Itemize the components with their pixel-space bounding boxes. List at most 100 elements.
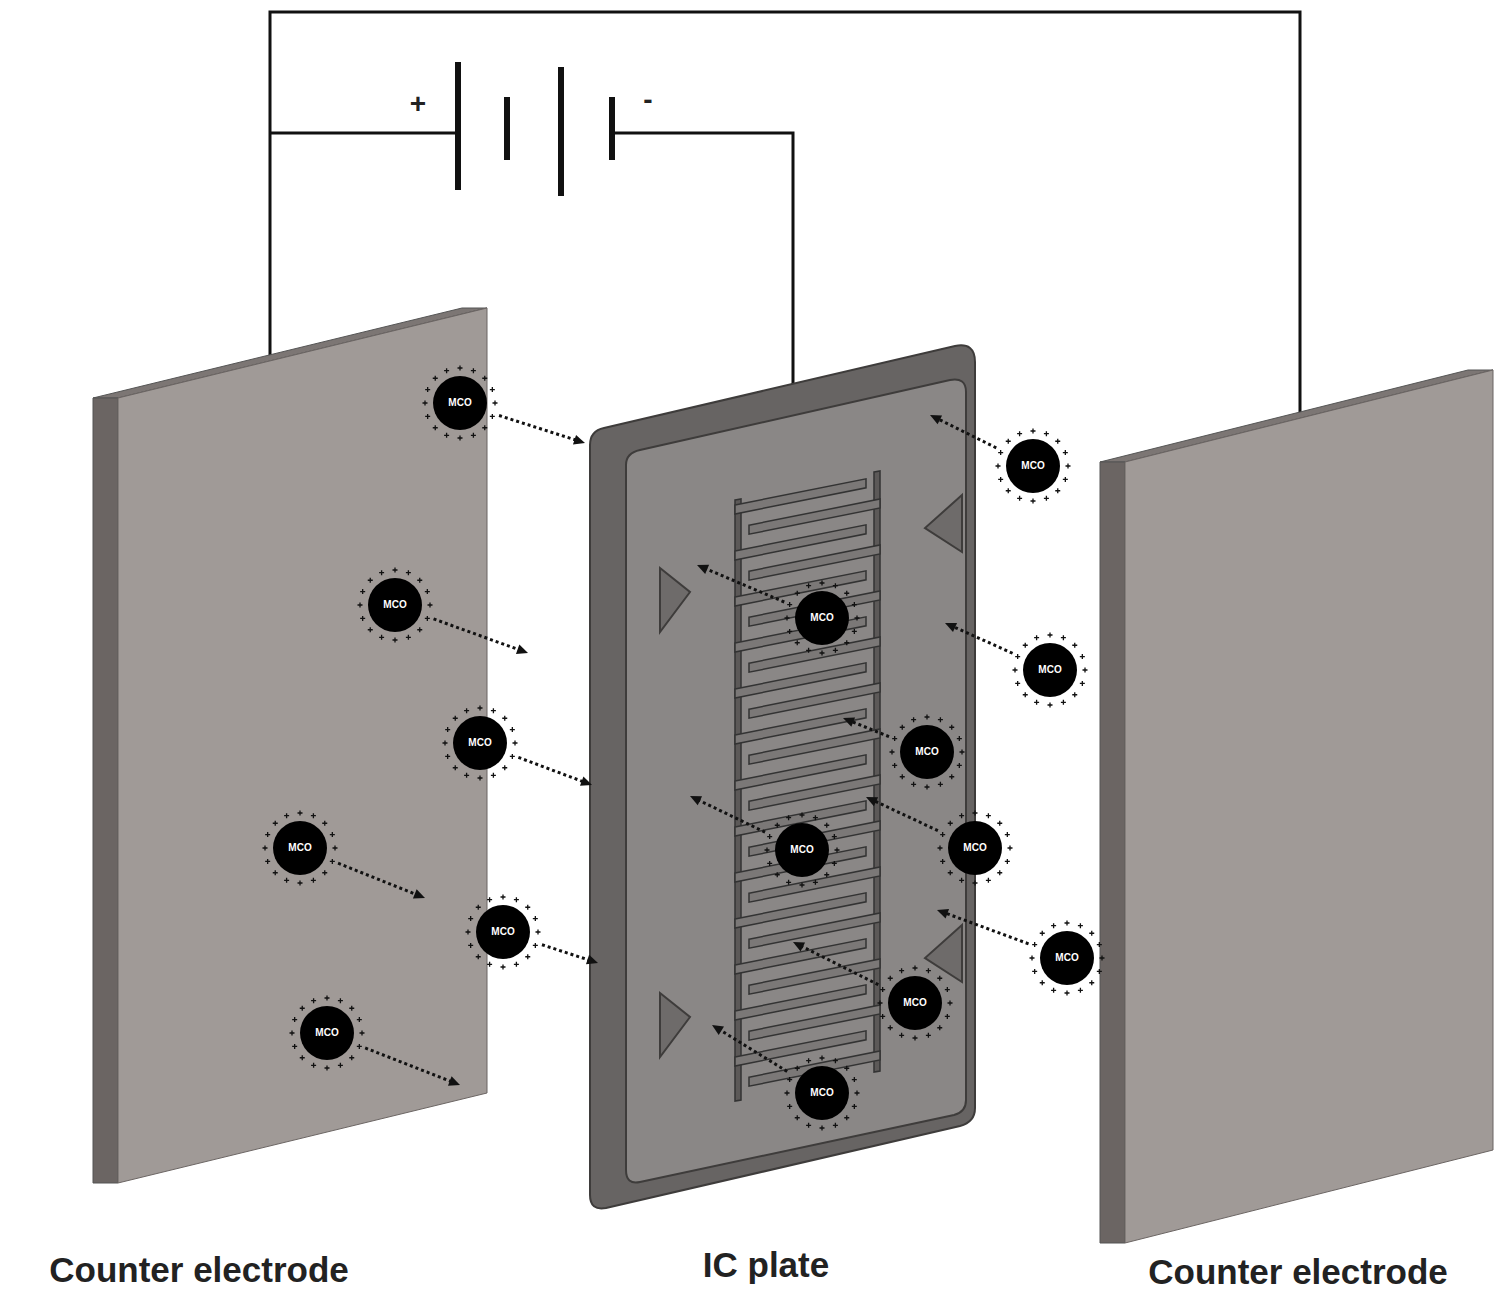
charge-sign	[1017, 496, 1022, 501]
charge-sign	[1044, 431, 1049, 436]
charge-sign	[1006, 488, 1011, 493]
charge-sign	[1065, 921, 1070, 926]
charge-sign	[945, 1014, 950, 1019]
charge-sign	[913, 966, 918, 971]
particle-node: MCO	[273, 821, 327, 875]
charge-sign	[284, 878, 289, 883]
ic-plate	[590, 345, 975, 1208]
polarity-sign: -	[643, 85, 652, 116]
charge-sign	[292, 1044, 297, 1049]
charge-sign	[476, 905, 481, 910]
particle-node: MCO	[476, 905, 530, 959]
charge-sign	[349, 1006, 354, 1011]
charge-sign	[502, 765, 507, 770]
charge-sign	[1005, 832, 1010, 837]
arrowhead	[793, 942, 805, 951]
particle-label: MCO	[288, 843, 311, 853]
charge-sign	[835, 848, 840, 853]
charge-sign	[265, 832, 270, 837]
charge-sign	[1083, 668, 1088, 673]
charge-sign	[322, 870, 327, 875]
charge-sign	[471, 433, 476, 438]
charge-sign	[926, 968, 931, 973]
charge-sign	[844, 591, 849, 596]
charge-sign	[806, 583, 811, 588]
charge-sign	[913, 1036, 918, 1041]
charge-sign	[833, 1123, 838, 1128]
charge-sign	[263, 846, 268, 851]
arrowhead	[448, 1076, 460, 1085]
wire	[270, 132, 458, 135]
charge-sign	[311, 998, 316, 1003]
particle-label: MCO	[963, 843, 986, 853]
counter-electrode	[1125, 370, 1493, 1243]
charge-sign	[1005, 859, 1010, 864]
arrowhead	[697, 565, 709, 574]
charge-sign	[1015, 654, 1020, 659]
arrowhead	[930, 415, 942, 424]
charge-sign	[360, 616, 365, 621]
charge-sign	[300, 1006, 305, 1011]
charge-sign	[880, 1014, 885, 1019]
ic-plate-panel	[626, 380, 966, 1183]
charge-sign	[433, 425, 438, 430]
charge-sign	[478, 706, 483, 711]
migration-arrow	[338, 863, 417, 894]
charge-sign	[938, 846, 943, 851]
charge-sign	[800, 883, 805, 888]
particle-node: MCO	[433, 376, 487, 430]
charge-sign	[1072, 643, 1077, 648]
charge-sign	[1055, 488, 1060, 493]
charge-sign	[536, 930, 541, 935]
charge-sign	[425, 387, 430, 392]
charge-sign	[844, 640, 849, 645]
particle-label: MCO	[491, 927, 514, 937]
part-label: IC plate	[703, 1246, 829, 1285]
particle-node: MCO	[368, 578, 422, 632]
charge-sign	[1089, 980, 1094, 985]
charge-sign	[888, 1025, 893, 1030]
charge-sign	[1040, 931, 1045, 936]
charge-sign	[806, 648, 811, 653]
charge-sign	[765, 848, 770, 853]
particle-node: MCO	[795, 591, 849, 645]
charge-sign	[957, 736, 962, 741]
charge-sign	[820, 651, 825, 656]
charge-sign	[478, 776, 483, 781]
charge-sign	[833, 583, 838, 588]
migration-arrow	[953, 627, 1012, 654]
alignment-mark	[660, 568, 690, 632]
charge-sign	[925, 715, 930, 720]
charge-sign	[493, 401, 498, 406]
charge-sign	[844, 1115, 849, 1120]
charge-sign	[937, 1025, 942, 1030]
charge-sign	[959, 878, 964, 883]
charge-sign	[333, 846, 338, 851]
particle-node: MCO	[1023, 643, 1077, 697]
charge-sign	[487, 897, 492, 902]
charge-sign	[911, 782, 916, 787]
charge-sign	[290, 1031, 295, 1036]
migration-arrow	[720, 1030, 787, 1072]
charge-sign	[960, 750, 965, 755]
charge-sign	[775, 872, 780, 877]
charge-sign	[357, 1044, 362, 1049]
charge-sign	[996, 464, 1001, 469]
arrowhead	[573, 435, 585, 445]
charge-sign	[444, 368, 449, 373]
charge-sign	[1063, 450, 1068, 455]
charge-sign	[368, 627, 373, 632]
charge-sign	[948, 1001, 953, 1006]
charge-sign	[338, 998, 343, 1003]
part-label: Counter electrode	[1148, 1253, 1448, 1292]
charge-sign	[878, 1001, 883, 1006]
migration-arrow	[698, 800, 765, 832]
particle-label: MCO	[1038, 665, 1061, 675]
charge-sign	[533, 943, 538, 948]
charge-sign	[833, 1058, 838, 1063]
charge-sign	[349, 1055, 354, 1060]
charge-sign	[795, 640, 800, 645]
arrowhead	[843, 717, 855, 726]
charge-sign	[1066, 464, 1071, 469]
